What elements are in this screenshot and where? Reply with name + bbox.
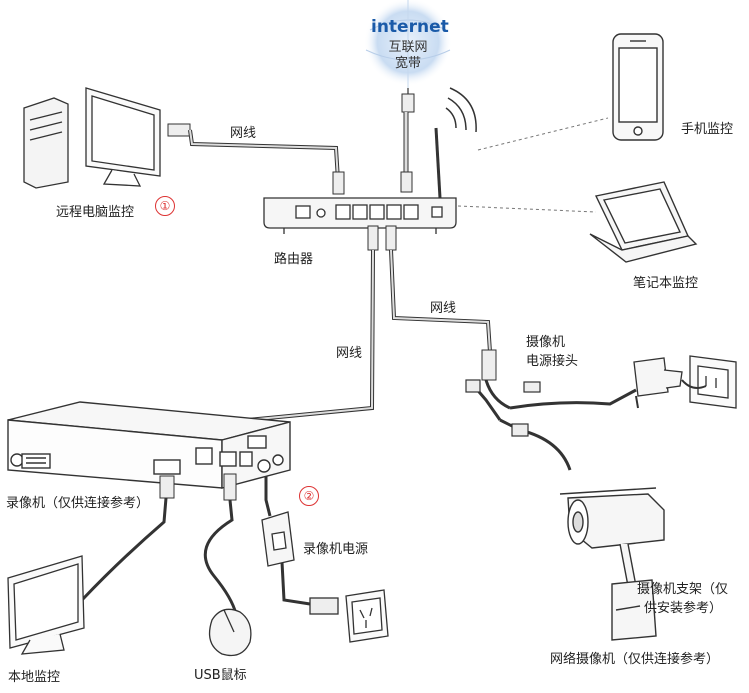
label-cam-bracket-1: 摄像机支架（仅 xyxy=(637,582,729,597)
label-router: 路由器 xyxy=(274,252,314,267)
camera-power-adapter-icon xyxy=(633,357,683,409)
local-monitor-icon xyxy=(7,555,85,655)
label-nvr: 录像机（仅供连接参考） xyxy=(6,496,150,511)
internet-globe-icon xyxy=(364,0,452,88)
remote-pc-cable xyxy=(167,123,345,195)
laptop-wireless-link xyxy=(457,205,597,213)
internet-line2: 宽带 xyxy=(394,56,421,71)
remote-pc-icon xyxy=(23,87,161,189)
camera-power-connector xyxy=(465,379,637,471)
nvr-wall-outlet-icon xyxy=(345,589,389,643)
badge-one: ① xyxy=(155,196,175,216)
label-phone: 手机监控 xyxy=(681,122,734,137)
phone-wireless-link xyxy=(477,117,609,151)
label-cam-bracket-2: 供安装参考） xyxy=(644,601,723,616)
label-ipcam: 网络摄像机（仅供连接参考） xyxy=(550,652,720,667)
wifi-signal-icon xyxy=(445,87,477,133)
router-to-camera-cable xyxy=(385,225,497,381)
wall-outlet-icon xyxy=(689,355,737,409)
label-cable-mid: 网线 xyxy=(336,346,363,361)
label-nvr-power: 录像机电源 xyxy=(303,542,369,557)
usb-cable xyxy=(203,473,238,615)
internet-title: internet xyxy=(371,17,449,37)
vga-cable xyxy=(80,475,175,602)
phone-icon xyxy=(612,33,664,141)
nvr-power-adapter-icon xyxy=(261,511,339,615)
label-cam-power-1: 摄像机 xyxy=(526,335,566,350)
label-usb-mouse: USB鼠标 xyxy=(194,668,247,683)
label-remote-pc: 远程电脑监控 xyxy=(56,205,135,220)
internet-line1: 互联网 xyxy=(388,40,428,55)
label-cable-top: 网线 xyxy=(230,126,257,141)
label-local-monitor: 本地监控 xyxy=(8,670,61,685)
adapter-plug-arrow xyxy=(681,379,707,389)
internet-cable xyxy=(400,88,415,193)
label-cable-right: 网线 xyxy=(430,301,457,316)
laptop-icon xyxy=(589,181,698,263)
badge-two: ② xyxy=(299,486,319,506)
router-icon xyxy=(263,127,457,234)
usb-mouse-icon xyxy=(208,608,252,657)
label-cam-power-2: 电源接头 xyxy=(526,354,579,369)
label-laptop: 笔记本监控 xyxy=(633,276,699,291)
nvr-recorder-icon xyxy=(7,401,291,489)
ip-camera-icon xyxy=(559,487,665,641)
